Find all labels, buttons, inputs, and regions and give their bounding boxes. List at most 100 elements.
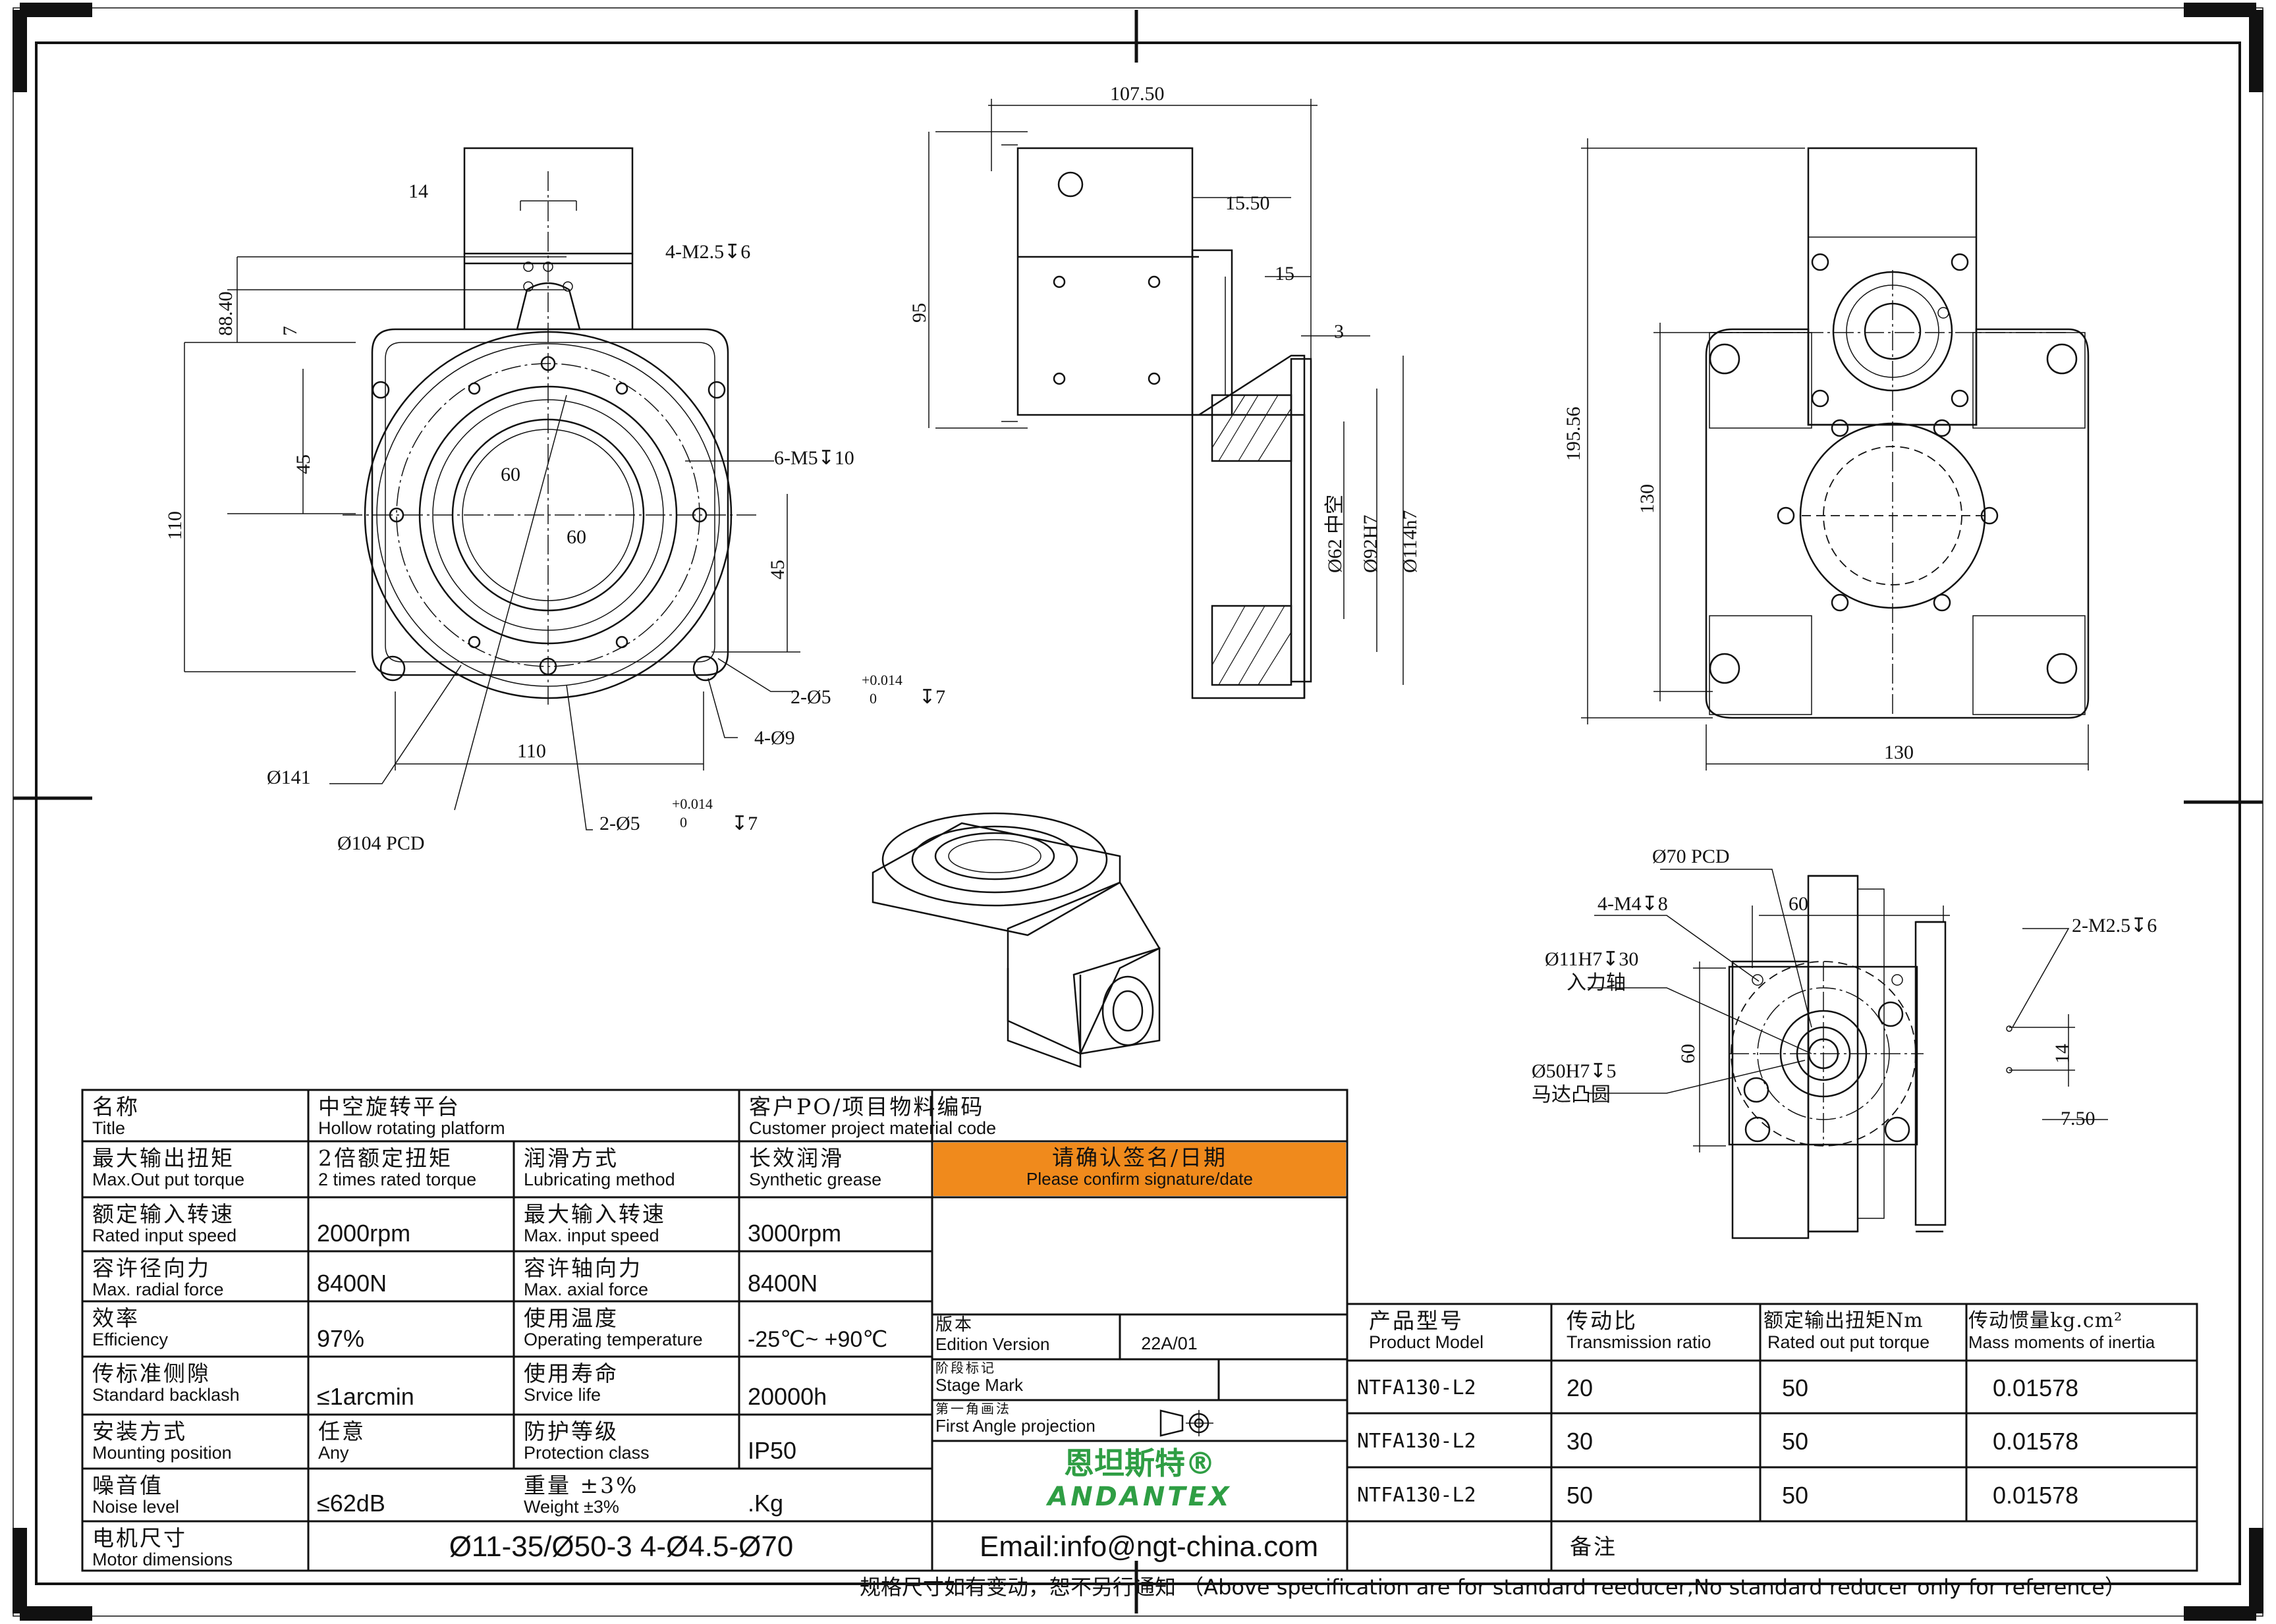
- model-row-2-model: NTFA130-L2: [1357, 1469, 1476, 1521]
- row-1-right-label-en: Max. input speed: [524, 1226, 659, 1245]
- model-header-1-en: Transmission ratio: [1567, 1332, 1711, 1352]
- dim-front-11: +0.014: [862, 672, 902, 688]
- row-2-left-value-text: 8400N: [317, 1270, 387, 1297]
- projection-label-cn: 第一角画法: [935, 1401, 1011, 1417]
- row-2-right-label-cn: 容许轴向力: [524, 1255, 642, 1281]
- dim-front-10: 2-Ø5: [791, 686, 831, 708]
- model-row-1-model: NTFA130-L2: [1357, 1415, 1476, 1467]
- front-view: [184, 147, 800, 830]
- row-0-left-label-en: Max.Out put torque: [92, 1170, 245, 1189]
- row-5-left-value-cn: 任意: [318, 1419, 366, 1444]
- model-row-1-model-text: NTFA130-L2: [1357, 1430, 1476, 1453]
- row-0-right-value-cn: 长效润滑: [749, 1145, 844, 1171]
- row-4-left-label-cn: 传标准侧隙: [92, 1361, 211, 1386]
- row-3-right-label-en: Operating temperature: [524, 1330, 703, 1349]
- dim-front-4: 45: [292, 454, 314, 474]
- row-2-right-value-text: 8400N: [748, 1270, 818, 1297]
- model-row-2-model-text: NTFA130-L2: [1357, 1484, 1476, 1507]
- isometric-view: [872, 812, 1161, 1068]
- row-2-left-label-cn: 容许径向力: [92, 1255, 211, 1281]
- row-4-right-value: 20000h: [741, 1359, 932, 1415]
- model-header-0-cn: 产品型号: [1369, 1308, 1464, 1334]
- row-6-right-value-text: .Kg: [748, 1490, 784, 1517]
- dim-front-21: ↧7: [731, 813, 758, 834]
- dim-detail-6: Ø50H7↧5: [1532, 1060, 1616, 1082]
- row-2-left-value: 8400N: [310, 1253, 514, 1301]
- model-header-3-cn: 传动惯量kg.cm²: [1968, 1309, 2123, 1332]
- row-1-right-label-cn: 最大输入转速: [524, 1201, 666, 1227]
- dim-front-18: 2-Ø5: [599, 813, 640, 834]
- row-0-left-label-cn: 最大输出扭矩: [92, 1145, 235, 1171]
- row-4-left-value-text: ≤1arcmin: [317, 1383, 414, 1410]
- model-header-1-cn: 传动比: [1567, 1308, 1638, 1334]
- row-3-right-value: -25℃~ +90℃: [741, 1303, 932, 1357]
- brand-name-en: ANDANTEX: [1047, 1482, 1232, 1512]
- model-row-0-model: NTFA130-L2: [1357, 1363, 1476, 1413]
- row-5-right-label-cn: 防护等级: [524, 1419, 619, 1444]
- front-view-holes: [372, 261, 726, 682]
- row-6-left-label-cn: 噪音值: [92, 1473, 163, 1498]
- dim-side-1: 15.50: [1225, 192, 1270, 214]
- model-header-3-en: Mass moments of inertia: [1968, 1332, 2155, 1352]
- dim-front-15: 110: [517, 740, 546, 762]
- row-3-left-label-en: Efficiency: [92, 1330, 169, 1349]
- edition-value: 22A/01: [1120, 1334, 1219, 1360]
- customer-code-cn: 客户PO/项目物料编码: [749, 1094, 985, 1120]
- dim-detail-2: 4-M4↧8: [1597, 893, 1668, 915]
- dim-front-1: 4-M2.5↧6: [665, 241, 750, 263]
- model-row-1-ratio: 30: [1567, 1415, 1593, 1467]
- dim-back-2: 130: [1884, 742, 1914, 763]
- email-text[interactable]: Email:info@ngt-china.com: [980, 1530, 1319, 1563]
- model-row-0-inertia-text: 0.01578: [1993, 1374, 2079, 1401]
- back-view: [1581, 138, 2090, 771]
- row-0-right-label-en: Lubricating method: [524, 1170, 675, 1189]
- edition-label-en: Edition Version: [935, 1334, 1050, 1354]
- row-1-left-label-en: Rated input speed: [92, 1226, 237, 1245]
- dim-detail-4: 入力轴: [1567, 972, 1626, 994]
- title-value-en: Hollow rotating platform: [318, 1118, 505, 1138]
- model-header-2-en: Rated out put torque: [1767, 1332, 1930, 1352]
- row-6-left-label-en: Noise level: [92, 1497, 180, 1517]
- row-3-right-value-text: -25℃~ +90℃: [748, 1327, 888, 1352]
- model-row-1-ratio-text: 30: [1567, 1428, 1594, 1455]
- row-6-right-label-cn: 重量 ±3%: [524, 1473, 639, 1498]
- row-2-left-label-en: Max. radial force: [92, 1280, 224, 1299]
- model-row-2-ratio-text: 50: [1567, 1482, 1594, 1509]
- model-row-1-torque: 50: [1782, 1415, 1808, 1467]
- model-row-2-torque: 50: [1782, 1469, 1808, 1521]
- dim-front-16: Ø141: [267, 767, 311, 788]
- model-header-0-en: Product Model: [1369, 1332, 1484, 1352]
- dim-front-2: 88.40: [215, 292, 236, 337]
- motor-value-text: Ø11-35/Ø50-3 4-Ø4.5-Ø70: [449, 1530, 794, 1563]
- dim-front-0: 14: [408, 180, 428, 202]
- row-1-left-value: 2000rpm: [310, 1199, 514, 1251]
- dim-detail-0: Ø70 PCD: [1652, 846, 1730, 867]
- row-5-left-value-en: Any: [318, 1443, 349, 1463]
- remark-cell: 备注: [1553, 1523, 2197, 1571]
- stage-mark-cn: 阶段标记: [935, 1360, 996, 1376]
- dim-side-2: 15: [1275, 263, 1294, 284]
- dim-front-20: 0: [680, 814, 687, 830]
- dim-front-3: 7: [279, 326, 301, 336]
- row-4-left-value: ≤1arcmin: [310, 1359, 514, 1415]
- dim-front-19: +0.014: [672, 796, 713, 812]
- row-4-right-label-cn: 使用寿命: [524, 1361, 619, 1386]
